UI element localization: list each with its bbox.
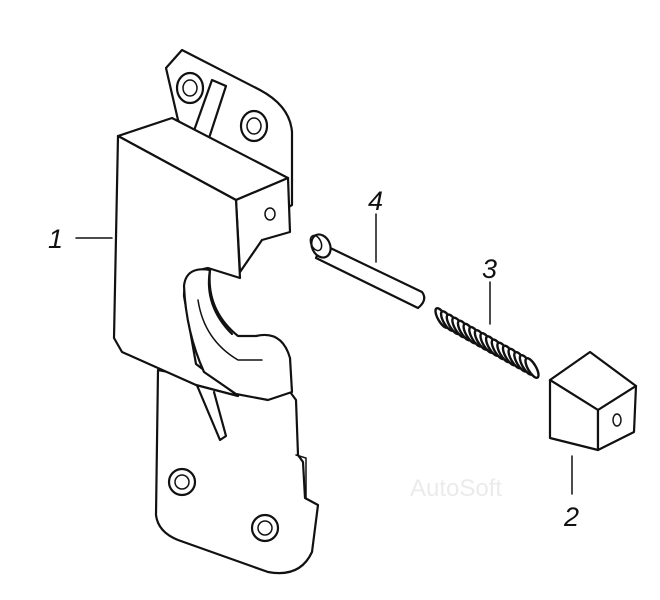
top-hole-left-inner bbox=[182, 79, 198, 97]
lower-hole-right-inner bbox=[257, 520, 273, 536]
part-label-3: 3 bbox=[482, 254, 497, 284]
leader-lines bbox=[75, 213, 573, 495]
lower-hole-left bbox=[167, 467, 197, 497]
top-hole-right bbox=[239, 109, 269, 143]
spring-coil bbox=[524, 357, 540, 379]
pin-head-face bbox=[309, 234, 323, 252]
watermark: AutoSoft bbox=[410, 475, 502, 502]
latch-rotor-inner bbox=[197, 299, 263, 361]
lower-hole-right bbox=[250, 513, 280, 543]
lower-plate-step bbox=[295, 454, 307, 499]
part-2-block bbox=[548, 350, 638, 452]
part-3-spring bbox=[434, 307, 540, 379]
block-hole bbox=[612, 413, 622, 427]
pawl-wedge bbox=[194, 381, 228, 442]
top-hole-right-inner bbox=[246, 117, 262, 135]
lower-hole-left-inner bbox=[174, 474, 190, 490]
part-label-1: 1 bbox=[48, 224, 63, 254]
part-4-pin bbox=[309, 233, 426, 310]
part-1-lock-body bbox=[112, 48, 320, 575]
pin-shaft bbox=[314, 242, 426, 310]
block-right-face bbox=[596, 384, 638, 452]
latch-rotor-edge bbox=[207, 268, 234, 336]
part-label-2: 2 bbox=[563, 502, 579, 532]
side-screw-hole bbox=[264, 207, 276, 221]
part-label-4: 4 bbox=[368, 186, 383, 216]
top-hole-left bbox=[175, 71, 205, 105]
